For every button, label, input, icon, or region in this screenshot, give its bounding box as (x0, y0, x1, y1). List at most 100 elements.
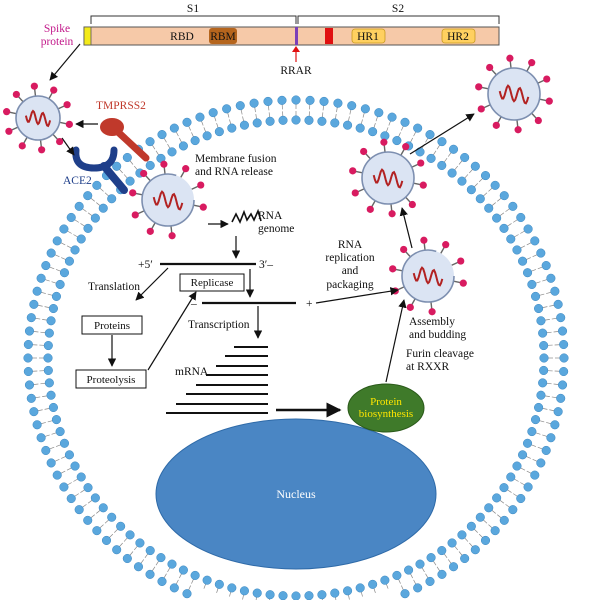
cleavage-site-s2prime (325, 28, 333, 44)
virion-to-ace2-arrow (61, 137, 75, 156)
lipid-head (355, 123, 365, 133)
lipid-head (277, 95, 287, 105)
lipid-head (536, 390, 546, 400)
lipid-head (157, 130, 167, 140)
lipid-head (195, 112, 205, 122)
spike-head (406, 303, 414, 311)
lipid-head (125, 176, 135, 186)
lipid-head (122, 553, 132, 564)
lipid-head (59, 224, 69, 234)
protein-bio-line2: biosynthesis (359, 408, 413, 420)
lipid-head (523, 482, 533, 492)
lipid-head (83, 515, 93, 525)
lipid-head (355, 583, 365, 593)
lipid-head (23, 353, 33, 363)
lipid-head (499, 191, 509, 201)
ace2-label: ACE2 (63, 175, 92, 187)
lipid-head (490, 180, 500, 190)
lipid-head (202, 131, 212, 141)
rna-genome-line1: RNA (258, 210, 283, 222)
lipid-head (360, 104, 370, 114)
spike-head (477, 105, 485, 113)
lipid-head (457, 530, 467, 540)
lipid-head (466, 521, 476, 531)
lipid-head (512, 245, 522, 255)
spike-head (475, 83, 483, 91)
lipid-head (265, 116, 275, 126)
lipid-head (44, 378, 54, 388)
lipid-head (413, 583, 423, 593)
spike-head (63, 101, 71, 109)
rrar-arrowhead (292, 46, 300, 52)
lipid-head (437, 569, 447, 579)
lipid-head (59, 438, 70, 448)
lipid-head (557, 380, 568, 390)
spike-head (160, 160, 168, 168)
lipid-head (317, 116, 327, 126)
lipid-head (475, 194, 485, 204)
lipid-head (437, 137, 447, 147)
lipid-head (145, 545, 155, 556)
lipid-head (83, 223, 93, 233)
lipid-head (374, 108, 384, 118)
lipid-head (92, 526, 102, 536)
lipid-head (66, 493, 76, 504)
lipid-head (167, 559, 177, 569)
lipid-head (43, 365, 53, 376)
nucleus (155, 418, 437, 570)
lipid-head (29, 407, 39, 417)
hr2-block (441, 28, 476, 44)
spike-head (30, 82, 38, 90)
lipid-head (92, 180, 102, 190)
lipid-head (145, 160, 155, 171)
lipid-head (400, 589, 410, 599)
virion-rna (24, 109, 52, 128)
lipid-head (252, 588, 262, 598)
lipid-head (278, 591, 288, 600)
spike-head (389, 265, 397, 273)
lipid-head (239, 120, 249, 130)
spike-head (140, 169, 148, 178)
strand-to-assembly-arrow (315, 287, 399, 304)
spike-protein-label-line2: protein (41, 36, 74, 48)
lipid-head (169, 123, 179, 133)
lipid-head (559, 366, 569, 377)
lipid-head (559, 353, 569, 363)
bar-to-virion-arrow (49, 43, 81, 81)
lipid-head (43, 340, 53, 351)
spike-bar-body (83, 26, 500, 46)
virion-envelope (401, 249, 455, 303)
lipid-head (470, 161, 480, 171)
lipid-head (490, 526, 500, 536)
lipid-head (516, 212, 526, 223)
furin-line1: Furin cleavage (406, 348, 474, 360)
rna-genome-squiggle (231, 208, 262, 224)
mrna-label: mRNA (175, 366, 209, 378)
lipid-head (112, 161, 122, 171)
lipid-head (447, 538, 457, 548)
lipid-head (265, 590, 275, 600)
virion-rna (412, 266, 444, 287)
protein-biosynthesis-blob (347, 383, 425, 433)
lipid-head (29, 299, 39, 309)
lipid-head (304, 591, 314, 600)
lipid-head (208, 108, 218, 118)
lipid-head (51, 415, 62, 425)
fusion-label-line2: and RNA release (195, 166, 273, 178)
lipid-head (66, 212, 76, 223)
lipid-head (466, 185, 476, 195)
lipid-head (74, 201, 84, 211)
protein-bio-line1: Protein (370, 396, 402, 408)
lipid-head (291, 115, 301, 125)
lipid-head (182, 117, 192, 127)
biosynthesis-to-assembly-arrow (385, 299, 407, 383)
assembly-line1: Assembly (409, 316, 455, 328)
spike-head (380, 138, 388, 146)
spike-head (417, 159, 425, 167)
lipid-head (518, 450, 528, 460)
lipid-head (317, 590, 327, 600)
lipid-head (70, 245, 80, 255)
lipid-head (333, 98, 343, 108)
lipid-head (415, 147, 425, 157)
lipid-head (214, 579, 224, 589)
